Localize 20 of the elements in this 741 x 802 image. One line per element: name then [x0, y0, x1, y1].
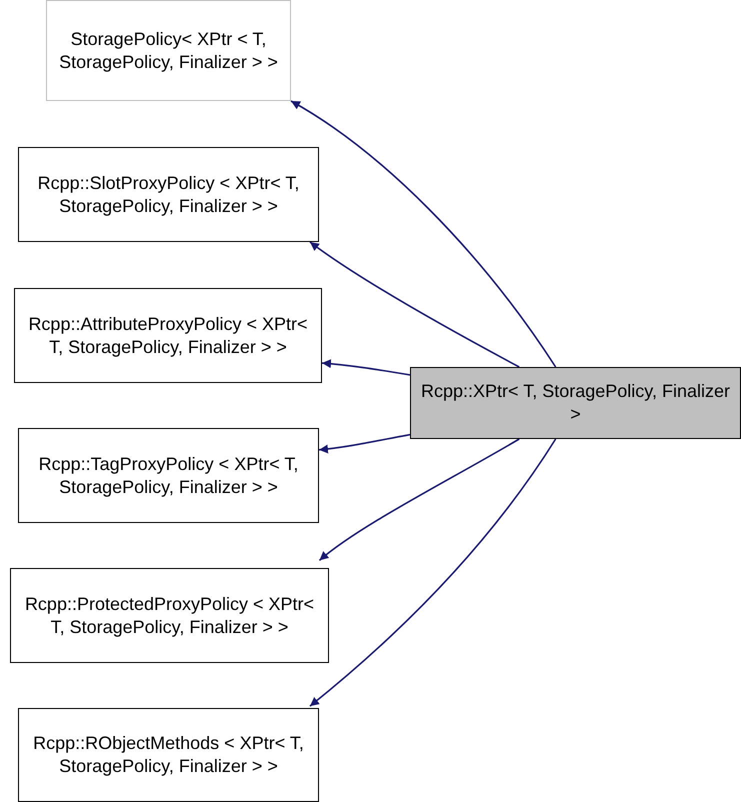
inheritance-arrow: [310, 241, 520, 368]
class-name: Rcpp::TagProxyPolicy < XPtr< T, StoragePolicy, Finalizer > >: [38, 452, 300, 498]
class-name: Rcpp::SlotProxyPolicy < XPtr< T, StoragePolicy, Finalizer > >: [36, 172, 300, 218]
class-box: [18, 708, 319, 802]
class-name: Rcpp::RObjectMethods < XPtr< T, StoragePolicy, Finalizer > >: [32, 732, 305, 778]
inheritance-arrow: [318, 438, 520, 562]
inheritance-arrow: [290, 100, 556, 368]
class-name: Rcpp::ProtectedProxyPolicy < XPtr< T, StoragePolicy, Finalizer > >: [24, 592, 316, 638]
class-box: [46, 0, 291, 101]
class-box: [18, 147, 319, 242]
inheritance-arrow: [318, 434, 410, 454]
class-box-highlighted: [410, 367, 741, 439]
class-name: Rcpp::XPtr< T, StoragePolicy, Finalizer >: [421, 380, 730, 426]
inheritance-arrow: [322, 359, 410, 376]
class-name: Rcpp::AttributeProxyPolicy < XPtr< T, StoragePolicy, Finalizer > >: [27, 312, 309, 358]
class-box: [14, 288, 322, 383]
inheritance-arrow: [309, 438, 556, 707]
class-name: StoragePolicy< XPtr < T, StoragePolicy, Finalizer > >: [58, 28, 279, 74]
class-box: [10, 568, 329, 663]
class-box: [18, 428, 319, 523]
